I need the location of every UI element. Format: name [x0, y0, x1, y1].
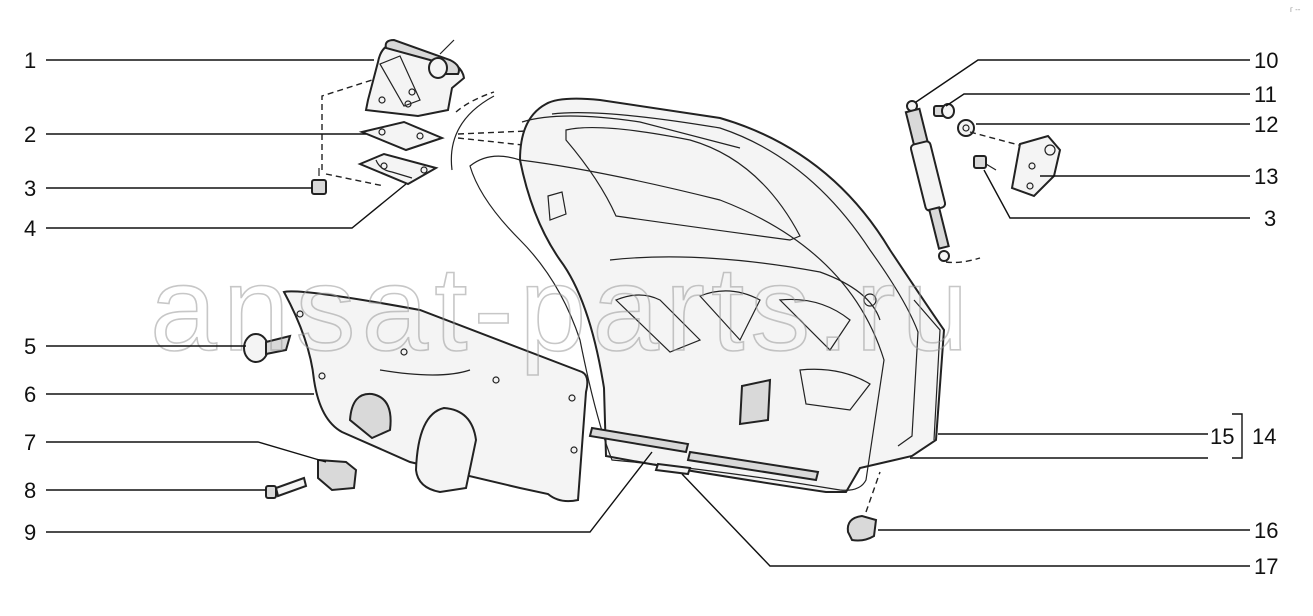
push-clip-part [243, 333, 292, 363]
callout-5: 5 [24, 334, 36, 359]
callout-14: 14 [1252, 424, 1276, 449]
trim-panel-part [282, 290, 589, 503]
leader-lines [46, 59, 1250, 567]
callout-3-left: 3 [24, 176, 36, 201]
tailgate-door-part [469, 97, 946, 493]
callout-12: 12 [1254, 112, 1278, 137]
callout-17: 17 [1254, 554, 1278, 579]
strut-bracket-part [1010, 134, 1062, 198]
gas-strut-part [904, 100, 950, 262]
handle-bracket-part [317, 458, 358, 492]
callout-13: 13 [1254, 164, 1278, 189]
sill-seal-part [588, 426, 690, 454]
callout-10: 10 [1254, 48, 1278, 73]
bump-stop-part [846, 514, 878, 542]
bolt-left-part [311, 168, 327, 195]
watermark-text: ansat-parts.ru [150, 242, 974, 376]
callout-7: 7 [24, 430, 36, 455]
callout-9: 9 [24, 520, 36, 545]
hinge-gasket-part [358, 120, 445, 152]
corner-mark: г -- [1290, 5, 1301, 14]
callout-1: 1 [24, 48, 36, 73]
callout-3-right: 3 [1264, 206, 1276, 231]
callout-4: 4 [24, 216, 36, 241]
screw-part [265, 476, 308, 499]
washer-part [957, 119, 975, 137]
callout-16: 16 [1254, 518, 1278, 543]
callout-15: 15 [1210, 424, 1234, 449]
callout-11: 11 [1254, 82, 1277, 107]
ball-stud-part [933, 103, 955, 119]
callout-6: 6 [24, 382, 36, 407]
hinge-part [364, 38, 466, 118]
bottom-seal-part [654, 450, 820, 482]
bolt-right-part [973, 155, 997, 171]
hinge-plate-part [357, 152, 439, 186]
callout-8: 8 [24, 478, 36, 503]
callout-2: 2 [24, 122, 36, 147]
